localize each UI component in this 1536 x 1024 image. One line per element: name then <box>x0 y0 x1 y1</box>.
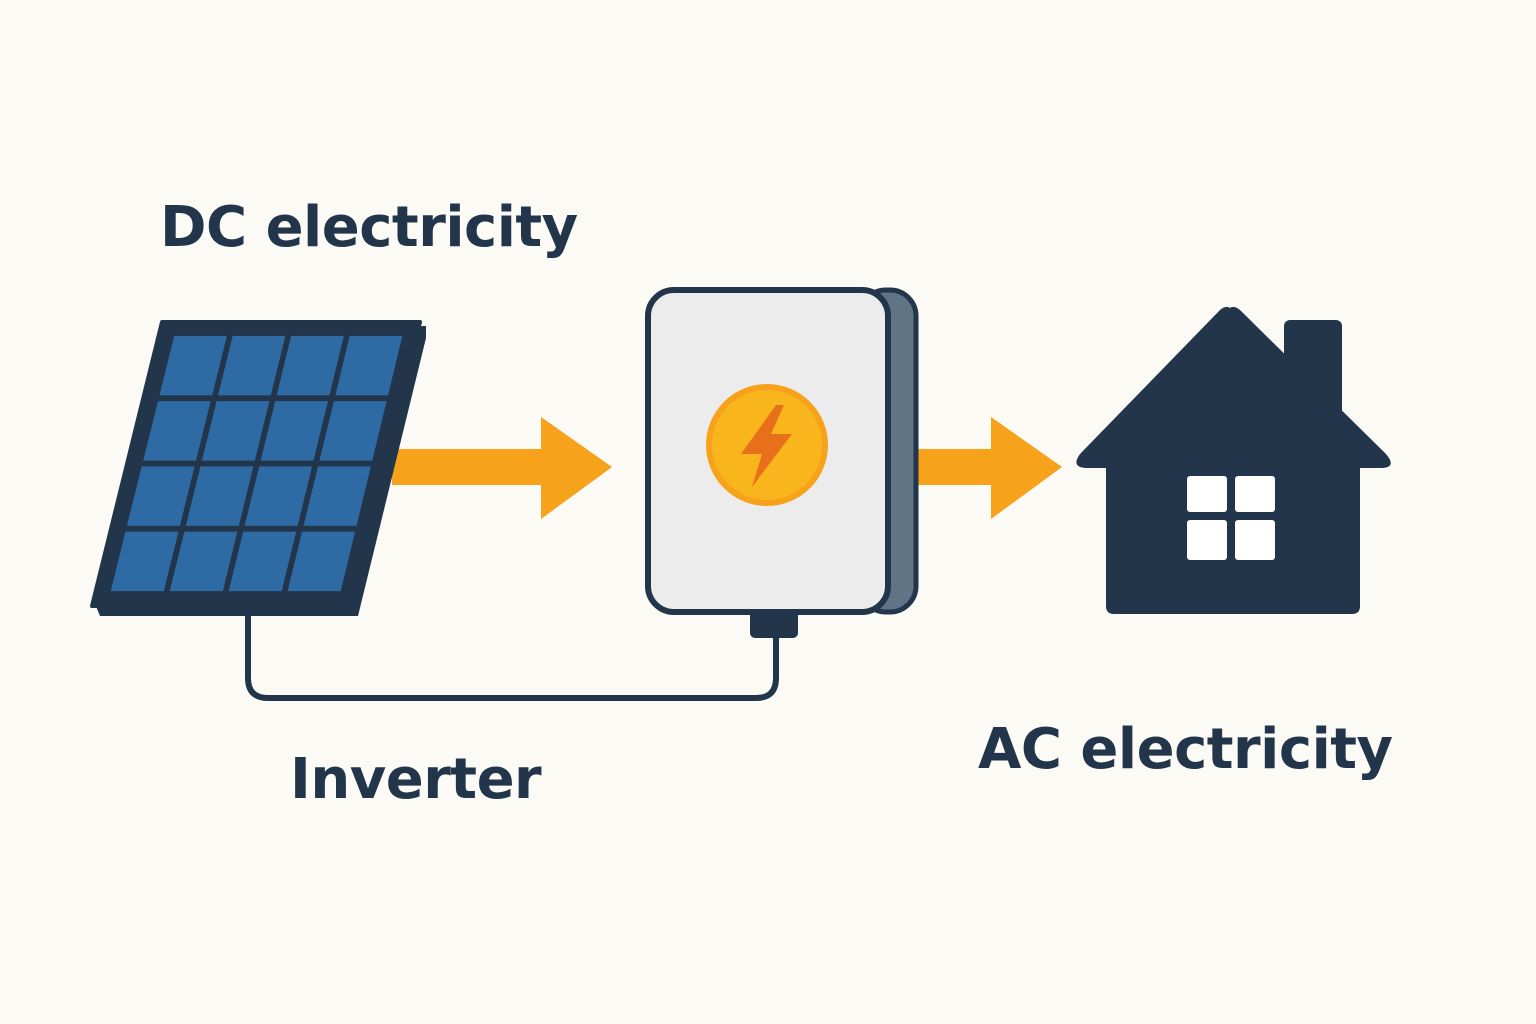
solar-cell <box>319 401 387 461</box>
solar-cell <box>303 466 371 526</box>
solar-cell <box>201 401 270 461</box>
solar-cell <box>218 335 286 396</box>
solar-cell <box>335 335 403 396</box>
ac-flow-arrow <box>912 417 1062 519</box>
ac-electricity-label: AC electricity <box>978 717 1393 782</box>
inverter-label: Inverter <box>290 747 542 812</box>
solar-cell <box>185 466 254 526</box>
solar-cells <box>110 335 403 592</box>
solar-cell <box>228 531 297 592</box>
solar-cell <box>276 335 344 396</box>
solar-cell <box>169 531 238 592</box>
dc-electricity-label: DC electricity <box>160 195 578 260</box>
solar-cell <box>110 531 179 592</box>
connection-cable <box>245 609 779 701</box>
solar-cell <box>143 401 211 461</box>
solar-cell <box>260 401 328 461</box>
house-icon <box>1076 306 1391 614</box>
solar-panel-icon <box>90 320 426 616</box>
solar-cell <box>126 466 195 526</box>
house-window <box>1187 476 1275 560</box>
inverter-icon <box>645 287 919 638</box>
solar-cell <box>159 335 227 396</box>
solar-cell <box>244 466 313 526</box>
lightning-bolt-icon <box>741 405 792 487</box>
solar-cell <box>287 531 356 592</box>
dc-flow-arrow <box>392 417 612 519</box>
